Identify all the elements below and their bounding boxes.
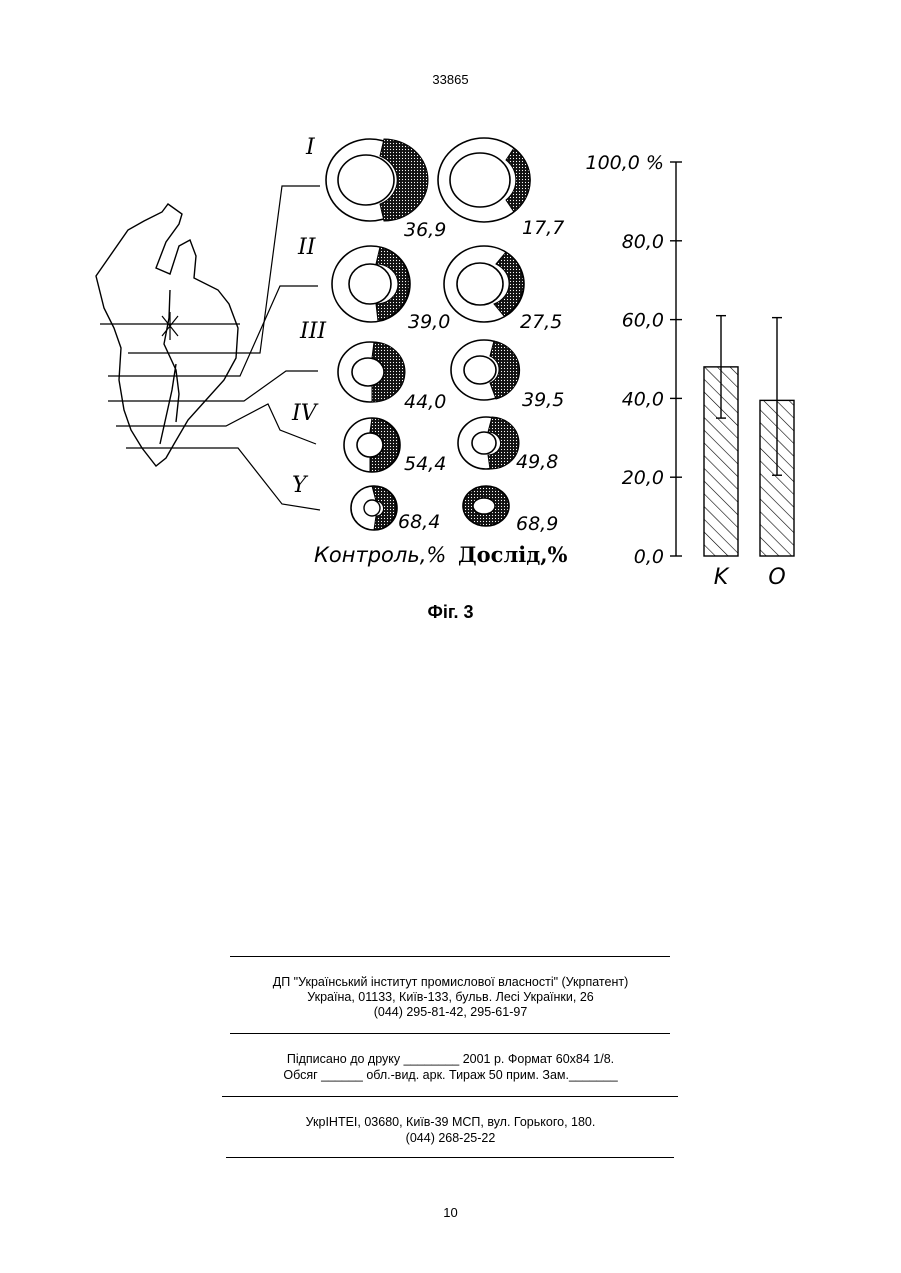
experiment-value: 17,7 xyxy=(522,217,564,239)
ring-experiment-III xyxy=(451,340,520,400)
zone-label: III xyxy=(299,319,327,344)
category-label: K xyxy=(714,565,730,590)
section-lines xyxy=(100,186,320,510)
document-number: 33865 xyxy=(0,72,901,87)
experiment-value: 68,9 xyxy=(516,513,558,535)
printer-phone: (044) 268-25-22 xyxy=(0,1131,901,1146)
y-tick-label: 0,0 xyxy=(634,546,664,568)
experiment-value: 27,5 xyxy=(520,311,562,333)
y-tick-label: 100,0 % xyxy=(586,152,665,174)
divider xyxy=(226,1157,674,1158)
figure-caption: Фіг. 3 xyxy=(0,602,901,623)
ring-experiment-IV xyxy=(458,417,519,469)
control-value: 54,4 xyxy=(404,453,446,475)
control-value: 39,0 xyxy=(408,311,450,333)
y-tick-label: 80,0 xyxy=(622,231,664,253)
figure-3: I II III IV Y xyxy=(86,118,810,593)
y-tick-label: 20,0 xyxy=(622,467,664,489)
printer-line: УкрІНТЕІ, 03680, Київ-39 МСП, вул. Горьк… xyxy=(0,1115,901,1130)
experiment-value: 49,8 xyxy=(516,451,558,473)
divider xyxy=(230,956,670,957)
zone-label: Y xyxy=(292,473,309,498)
tooth-diagram xyxy=(96,204,238,466)
publisher-line: ДП "Український інститут промислової вла… xyxy=(0,975,901,990)
publisher-address: Україна, 01133, Київ-133, бульв. Лесі Ук… xyxy=(0,990,901,1005)
control-value: 68,4 xyxy=(398,511,440,533)
y-tick-label: 60,0 xyxy=(622,310,664,332)
y-tick-label: 40,0 xyxy=(622,388,664,410)
zone-label: I xyxy=(305,135,316,160)
ring-experiment-II xyxy=(444,246,524,322)
zone-label: IV xyxy=(291,401,319,426)
publisher-phone: (044) 295-81-42, 295-61-97 xyxy=(0,1005,901,1020)
ring-experiment-I xyxy=(438,138,530,222)
ring-control-III xyxy=(338,342,405,402)
experiment-label: Дослід,% xyxy=(458,542,568,567)
ring-control-II xyxy=(332,246,410,322)
divider xyxy=(230,1033,670,1034)
page-number: 10 xyxy=(0,1205,901,1220)
divider xyxy=(222,1096,678,1097)
ring-control-IV xyxy=(344,418,400,472)
category-label: O xyxy=(768,565,785,590)
control-value: 36,9 xyxy=(404,219,446,241)
ring-control-Y xyxy=(351,486,397,530)
control-value: 44,0 xyxy=(404,391,446,413)
tooth-outline xyxy=(96,204,238,466)
zone-label: II xyxy=(297,235,317,260)
volume-line: Обсяг ______ обл.-вид. арк. Тираж 50 при… xyxy=(0,1068,901,1083)
experiment-value: 39,5 xyxy=(522,389,564,411)
bar-chart: 0,0 20,0 40,0 60,0 80,0 100,0 % K O xyxy=(586,152,795,590)
zone-labels: I II III IV Y xyxy=(291,135,327,498)
ring-control-I xyxy=(326,139,428,221)
control-label: Контроль,% xyxy=(314,543,446,567)
root-canal-line xyxy=(164,290,179,422)
signed-line: Підписано до друку ________ 2001 р. Форм… xyxy=(0,1052,901,1067)
ring-experiment-Y xyxy=(463,486,509,526)
